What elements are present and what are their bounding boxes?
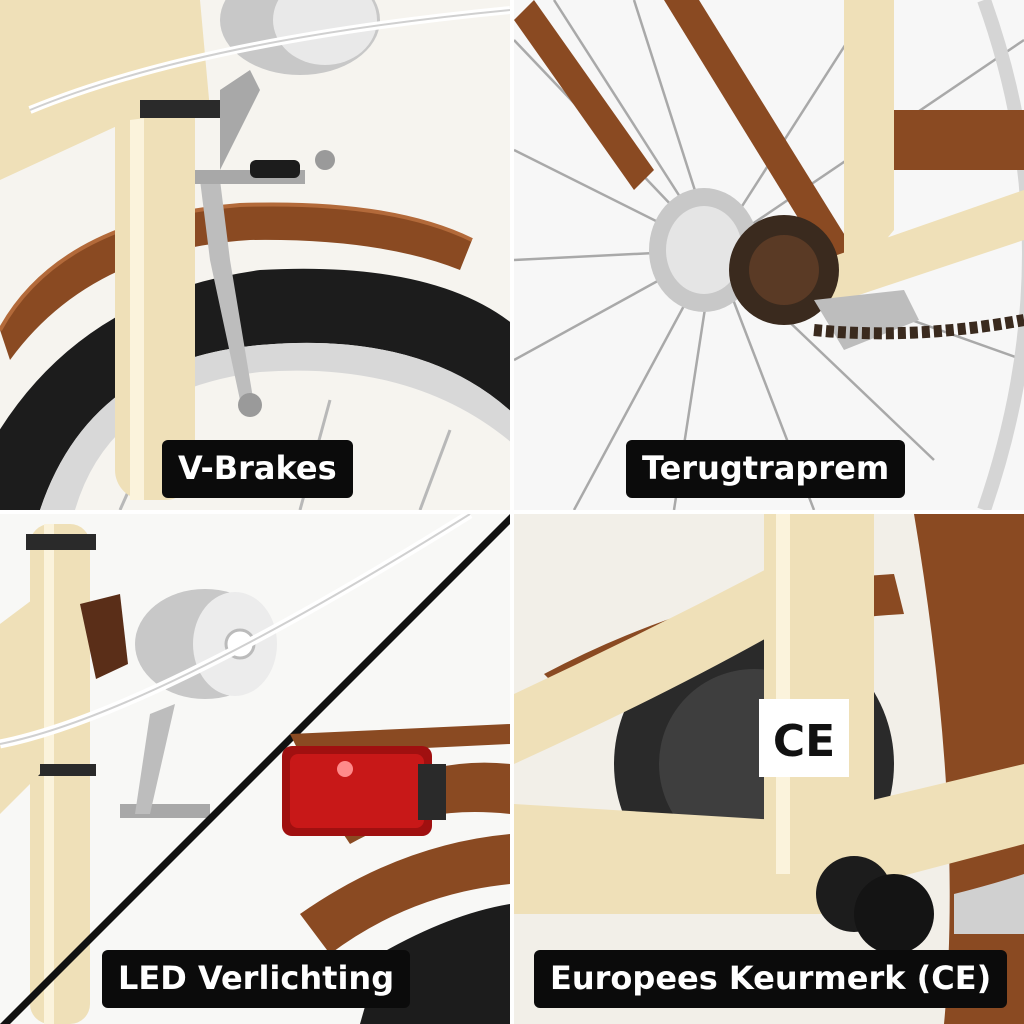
terugtraprem-label: Terugtraprem — [626, 440, 906, 498]
panel-v-brakes: V-Brakes — [0, 0, 510, 510]
panel-led-lighting: LED Verlichting — [0, 514, 510, 1024]
lighting-photo — [0, 514, 510, 1024]
panel-coaster-brake: Terugtraprem — [514, 0, 1024, 510]
europees-keurmerk-label: Europees Keurmerk (CE) — [534, 950, 1008, 1008]
panel-divider-horizontal — [0, 510, 1024, 514]
ce-frame-photo: CE — [514, 514, 1024, 1024]
ce-sticker-text: CE — [773, 716, 835, 767]
coaster-brake-hub-photo — [514, 0, 1024, 510]
v-brake-photo — [0, 0, 510, 510]
led-verlichting-label: LED Verlichting — [102, 950, 411, 1008]
v-brakes-label: V-Brakes — [162, 440, 353, 498]
panel-ce-mark: CE Europees Keurmerk (CE) — [514, 514, 1024, 1024]
